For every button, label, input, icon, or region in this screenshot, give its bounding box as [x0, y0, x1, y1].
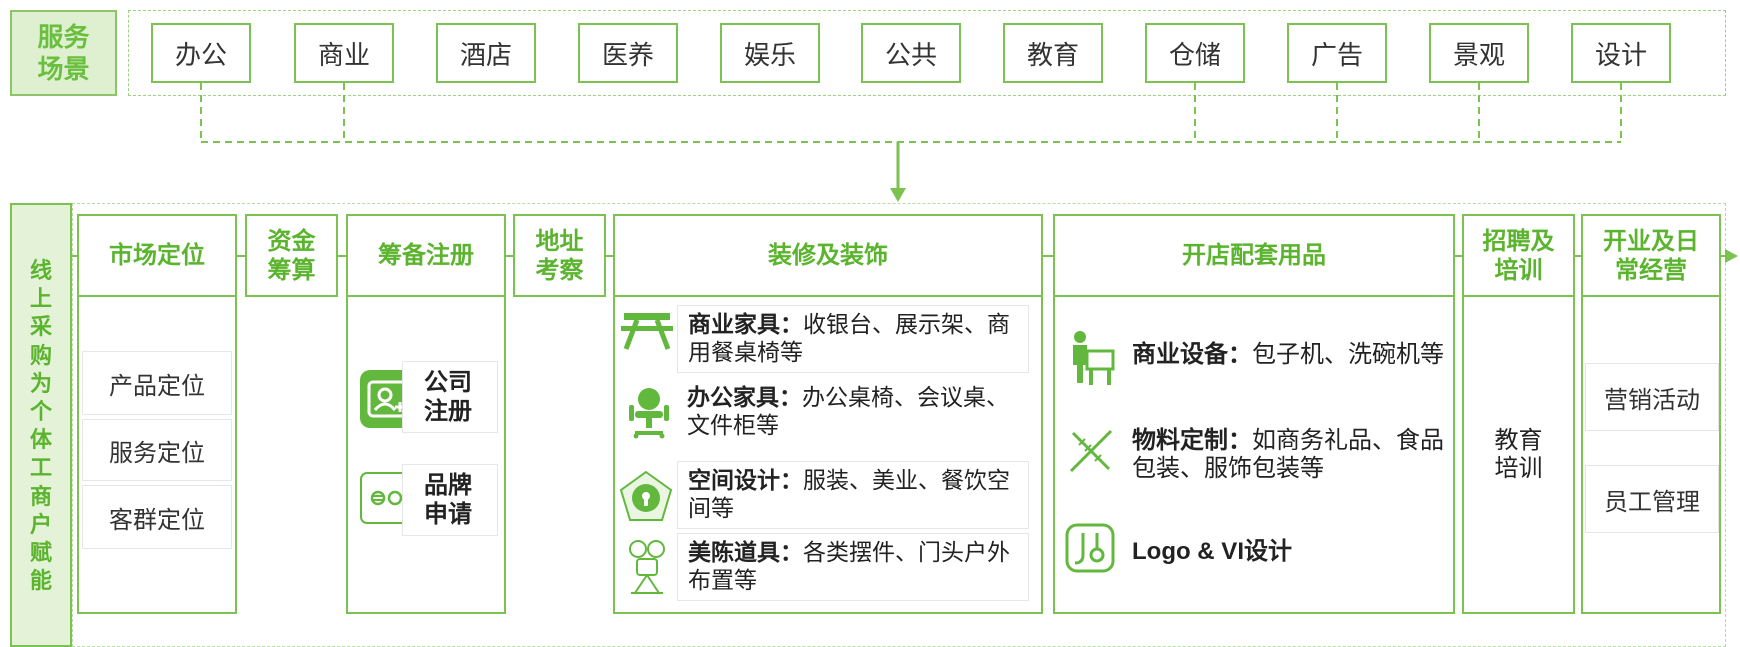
step-store-supplies: 开店配套用品 — [1053, 214, 1455, 297]
step-operations: 开业及日常经营 — [1581, 214, 1721, 297]
step-supplies-label: 开店配套用品 — [1182, 242, 1326, 269]
decoration-column: 商业家具：收银台、展示架、商用餐桌椅等 办公家具：办公桌椅、会议桌、文件柜等 空… — [613, 297, 1043, 614]
supplies-item-title: 商业设备： — [1132, 341, 1252, 368]
scene-education[interactable]: 教育 — [1003, 23, 1103, 83]
supplies-item-text: 如商务礼品、食品包装、服饰包装等 — [1132, 427, 1444, 482]
step-recruit-training: 招聘及培训 — [1462, 214, 1575, 297]
service-scenes-label: 服务场景 — [10, 10, 117, 96]
scene-office[interactable]: 办公 — [151, 23, 251, 83]
step-site-survey: 地址考察 — [513, 214, 606, 297]
decor-item-title: 美陈道具： — [688, 539, 803, 565]
service-scenes-frame — [128, 10, 1726, 96]
brand-application-label: 品牌申请 — [424, 472, 472, 528]
decor-item-text: 收银台、展示架、商用餐桌椅等 — [688, 311, 1010, 365]
decor-item[interactable]: 商业家具：收银台、展示架、商用餐桌椅等 — [677, 305, 1029, 373]
recruit-column: 教育培训 — [1462, 297, 1575, 614]
office-chair-icon — [627, 387, 671, 439]
scene-public[interactable]: 公共 — [861, 23, 961, 83]
space-design-icon — [618, 469, 674, 525]
scene-warehouse[interactable]: 仓储 — [1145, 23, 1245, 83]
scene-medical[interactable]: 医养 — [578, 23, 678, 83]
step-market-positioning: 市场定位 — [77, 214, 237, 297]
scene-landscape[interactable]: 景观 — [1429, 23, 1529, 83]
decor-item[interactable]: 美陈道具：各类摆件、门头户外布置等 — [677, 533, 1029, 601]
decor-item[interactable]: 办公家具：办公桌椅、会议桌、文件柜等 — [677, 379, 1029, 447]
education-training-label: 教育培训 — [1494, 427, 1543, 482]
company-registration[interactable]: 公司注册 — [402, 361, 498, 433]
operations-column: 营销活动 员工管理 — [1581, 297, 1721, 614]
side-label-text: 线上采购为个体工商户赋能 — [29, 258, 52, 594]
commercial-equipment-icon — [1067, 329, 1117, 387]
decor-item-title: 空间设计： — [688, 467, 803, 493]
brand-application[interactable]: 品牌申请 — [402, 464, 498, 536]
supplies-item[interactable]: 物料定制：如商务礼品、食品包装、服饰包装等 — [1132, 427, 1452, 483]
scene-connectors — [200, 83, 1622, 202]
market-item[interactable]: 服务定位 — [82, 419, 232, 481]
supplies-item[interactable]: Logo & VI设计 — [1132, 531, 1292, 566]
supplies-item-text: 包子机、洗碗机等 — [1252, 341, 1444, 368]
prep-column: 公司注册 品牌申请 — [346, 297, 506, 614]
step-site-label: 地址考察 — [535, 227, 584, 284]
step-preparation: 筹备注册 — [346, 214, 506, 297]
marketing-activities[interactable]: 营销活动 — [1585, 363, 1719, 431]
supplies-item[interactable]: 商业设备：包子机、洗碗机等 — [1132, 341, 1452, 369]
company-registration-label: 公司注册 — [424, 369, 472, 425]
market-item[interactable]: 客群定位 — [82, 485, 232, 549]
staff-management[interactable]: 员工管理 — [1585, 465, 1719, 533]
side-label: 线上采购为个体工商户赋能 — [10, 203, 72, 647]
decor-item[interactable]: 空间设计：服装、美业、餐饮空间等 — [677, 461, 1029, 529]
supplies-item-title: 物料定制： — [1132, 427, 1252, 454]
education-training[interactable]: 教育培训 — [1464, 427, 1573, 483]
picnic-table-icon — [620, 309, 675, 353]
scene-design[interactable]: 设计 — [1571, 23, 1671, 83]
market-column: 产品定位 服务定位 客群定位 — [77, 297, 237, 614]
decor-props-icon — [625, 537, 669, 597]
step-prep-label: 筹备注册 — [378, 242, 474, 269]
step-market-label: 市场定位 — [109, 242, 205, 269]
market-item[interactable]: 产品定位 — [82, 351, 232, 415]
supplies-column: 商业设备：包子机、洗碗机等 物料定制：如商务礼品、食品包装、服饰包装等 Logo… — [1053, 297, 1455, 614]
scene-commercial[interactable]: 商业 — [294, 23, 394, 83]
scene-hotel[interactable]: 酒店 — [436, 23, 536, 83]
step-recruit-label: 招聘及培训 — [1482, 227, 1555, 284]
logo-vi-design-icon — [1065, 523, 1115, 573]
decor-item-text: 各类摆件、门头户外布置等 — [688, 539, 1010, 593]
decor-item-text: 服装、美业、餐饮空间等 — [688, 467, 1010, 521]
supplies-item-title: Logo & VI设计 — [1132, 538, 1292, 565]
step-funding-label: 资金筹算 — [267, 227, 316, 284]
decor-item-title: 商业家具： — [688, 311, 803, 337]
scene-entertainment[interactable]: 娱乐 — [720, 23, 820, 83]
step-funding: 资金筹算 — [245, 214, 338, 297]
decor-item-text: 办公桌椅、会议桌、文件柜等 — [687, 384, 1009, 438]
step-decor-label: 装修及装饰 — [768, 242, 888, 269]
decor-item-title: 办公家具： — [687, 384, 802, 410]
service-scenes-label-text: 服务场景 — [37, 22, 90, 84]
scene-advertising[interactable]: 广告 — [1287, 23, 1387, 83]
step-decoration: 装修及装饰 — [613, 214, 1043, 297]
material-customization-icon — [1065, 425, 1117, 477]
step-ops-label: 开业及日常经营 — [1603, 227, 1699, 284]
